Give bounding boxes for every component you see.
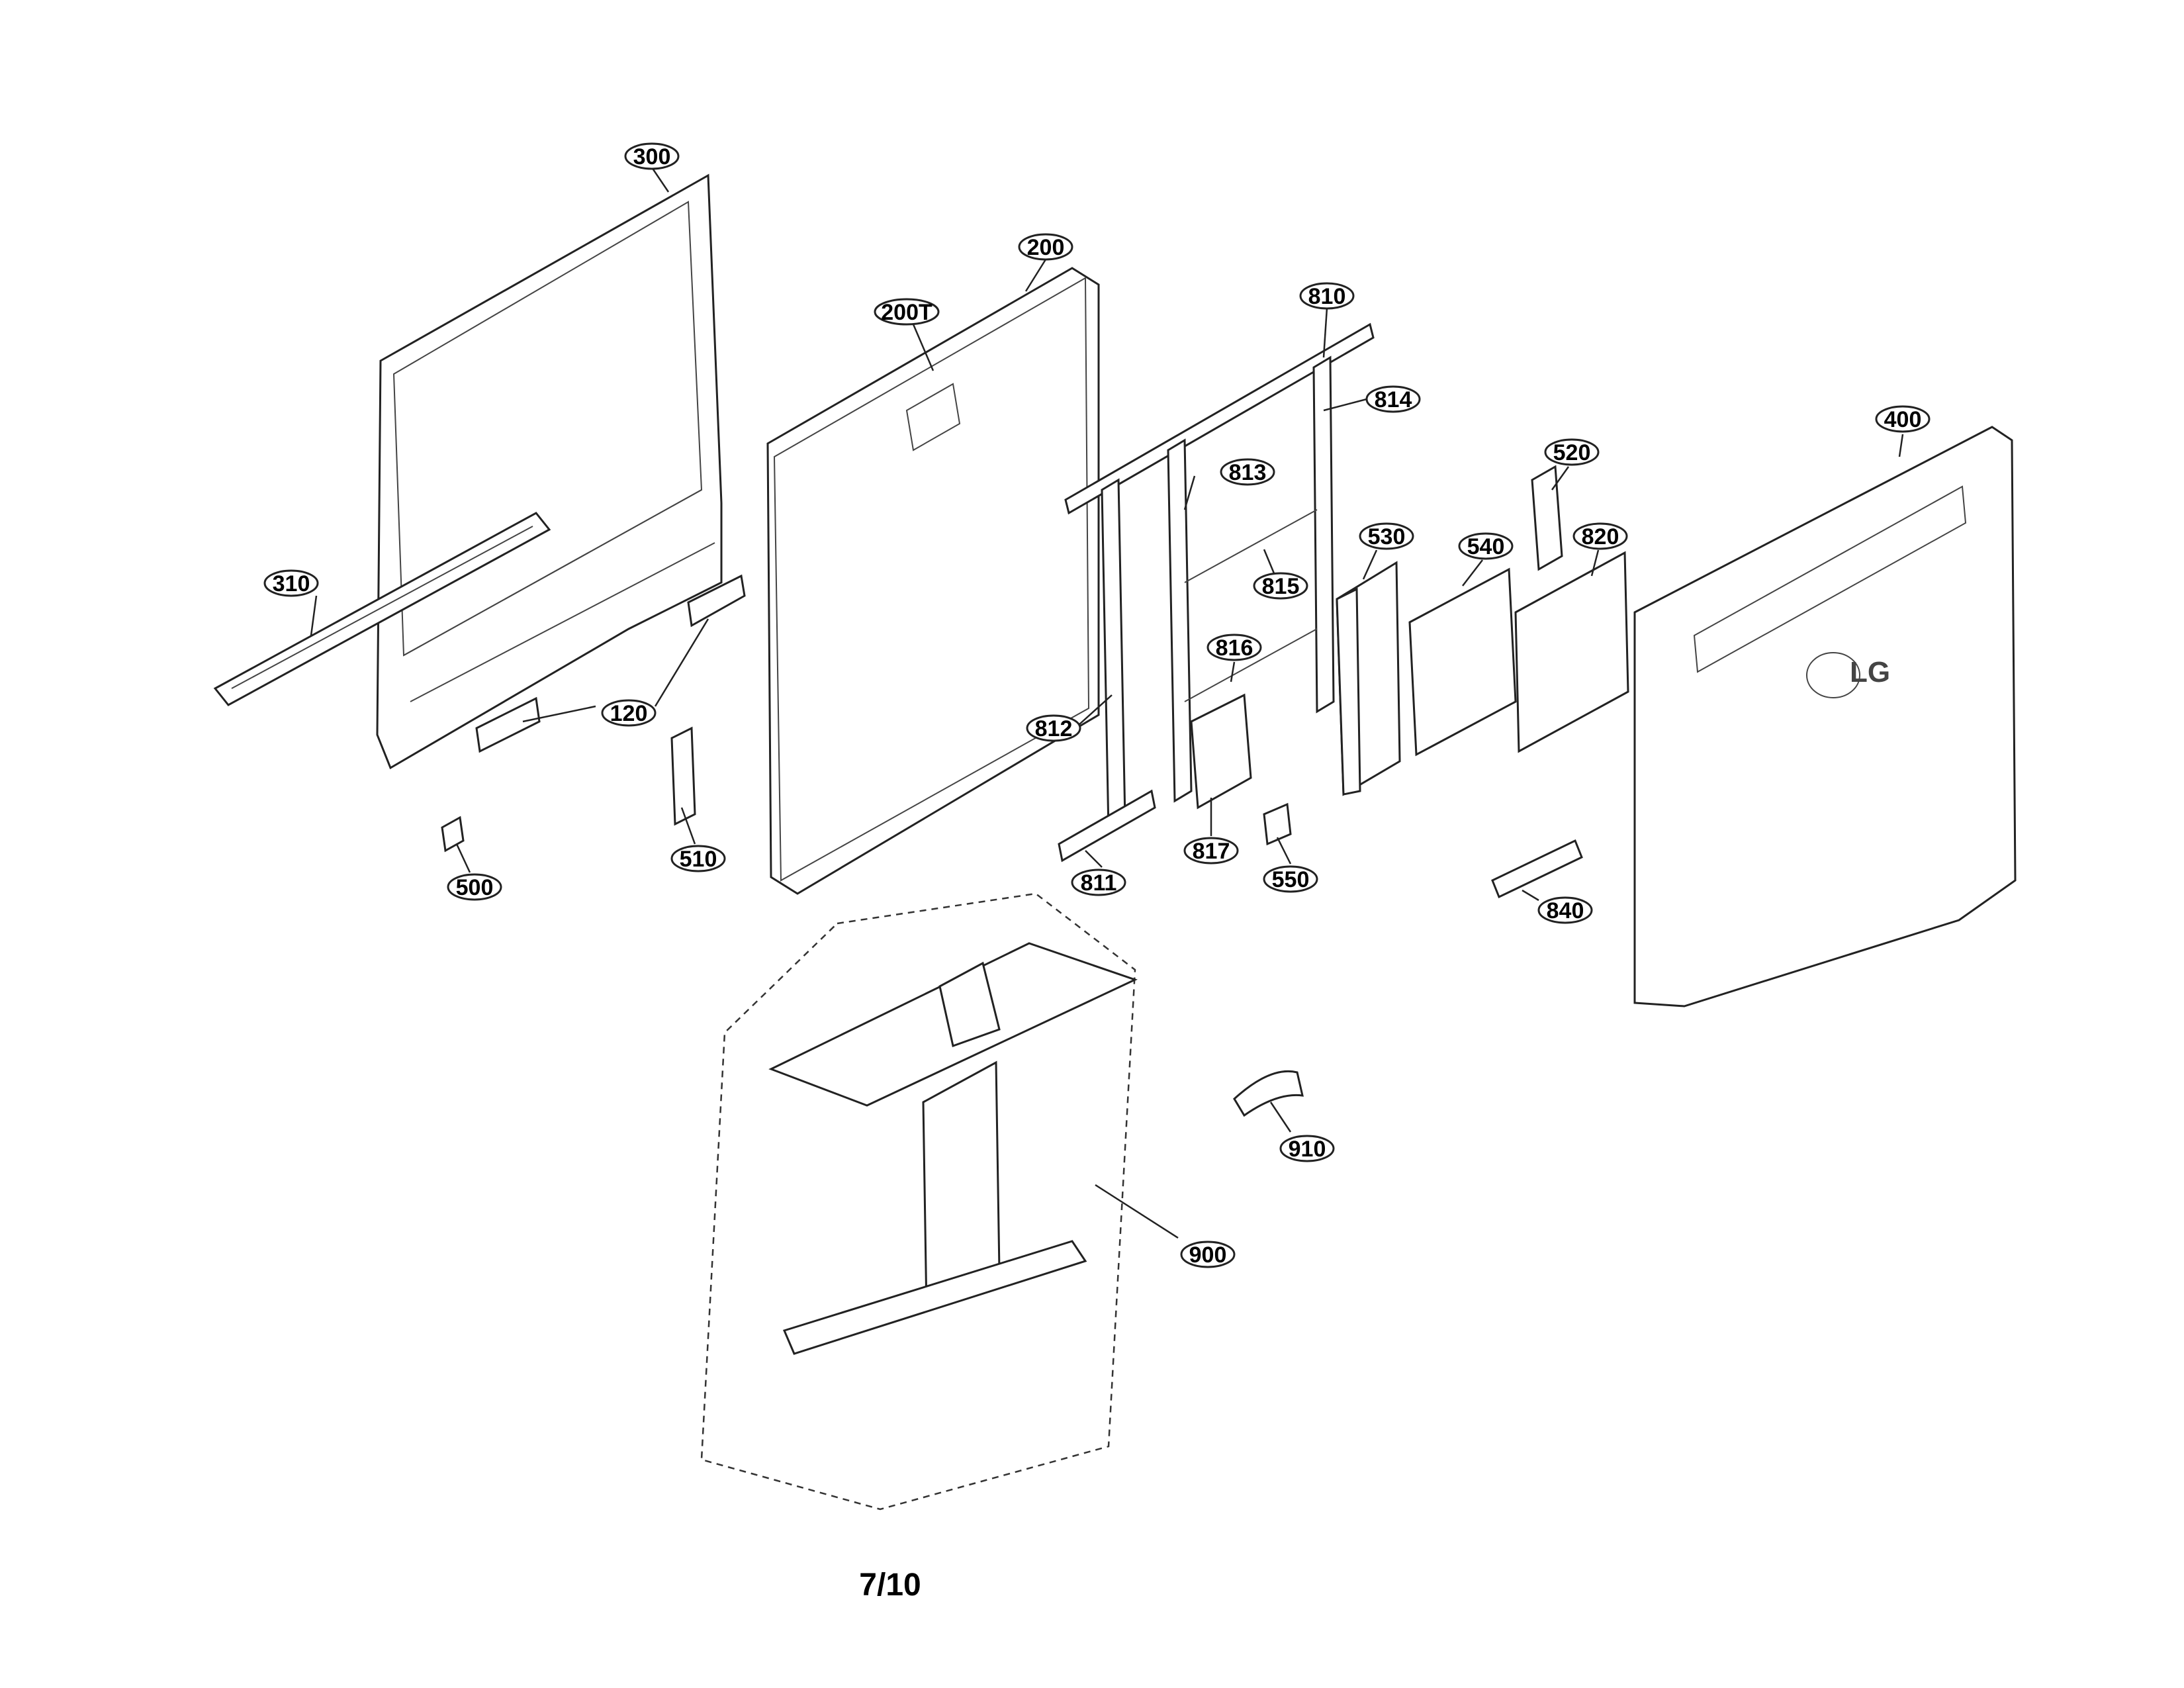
callout-816: 816 [1206, 633, 1262, 661]
svg-text:120: 120 [610, 701, 648, 726]
stand-cover [1233, 1070, 1304, 1117]
speaker-left [475, 696, 541, 753]
back-cover: LG [1633, 426, 2017, 1008]
callout-520: 520 [1544, 438, 1600, 466]
stand-assembly [700, 892, 1138, 1511]
part-550 [1263, 802, 1292, 846]
callout-300: 300 [624, 142, 680, 170]
shield-board [1514, 551, 1629, 753]
svg-text:530: 530 [1368, 524, 1406, 549]
svg-text:815: 815 [1262, 574, 1300, 599]
speaker-right [687, 574, 746, 628]
callout-400: 400 [1875, 405, 1931, 433]
callout-540: 540 [1458, 532, 1514, 560]
leader-lines [310, 167, 1904, 1239]
callout-817: 817 [1183, 837, 1239, 865]
display-panel [766, 267, 1100, 895]
callout-200: 200 [1018, 233, 1073, 261]
front-bezel-frame [376, 173, 723, 770]
svg-text:550: 550 [1272, 867, 1310, 892]
svg-text:400: 400 [1884, 407, 1922, 432]
part-510 [670, 726, 696, 826]
speaker-grille-bar [213, 512, 551, 706]
svg-text:811: 811 [1081, 870, 1117, 896]
callout-811: 811 [1071, 868, 1126, 896]
callout-200T: 200T [874, 298, 940, 326]
svg-text:200: 200 [1027, 235, 1065, 260]
svg-text:816: 816 [1216, 635, 1253, 661]
svg-text:500: 500 [456, 875, 494, 900]
callout-812: 812 [1026, 714, 1081, 742]
callout-813: 813 [1220, 458, 1275, 486]
callout-120: 120 [601, 699, 657, 727]
svg-text:814: 814 [1375, 387, 1412, 412]
svg-text:810: 810 [1308, 284, 1346, 309]
svg-text:840: 840 [1547, 898, 1584, 923]
svg-text:817: 817 [1193, 839, 1230, 864]
svg-text:200T: 200T [881, 300, 933, 325]
svg-text:820: 820 [1582, 524, 1619, 549]
callout-910: 910 [1279, 1135, 1335, 1162]
callout-530: 530 [1359, 522, 1414, 550]
callout-814: 814 [1365, 385, 1421, 413]
part-500 [441, 816, 465, 853]
callout-500: 500 [447, 873, 502, 901]
callout-310: 310 [263, 569, 319, 597]
callout-840: 840 [1537, 896, 1593, 924]
board-540 [1408, 567, 1517, 757]
callout-900: 900 [1180, 1241, 1236, 1268]
logo-text: LG [1850, 656, 1890, 688]
callout-810: 810 [1299, 282, 1355, 310]
svg-text:510: 510 [680, 847, 717, 872]
svg-text:812: 812 [1035, 716, 1073, 741]
callout-820: 820 [1572, 522, 1628, 550]
svg-text:310: 310 [273, 571, 310, 596]
svg-text:900: 900 [1189, 1243, 1227, 1268]
svg-text:300: 300 [633, 144, 671, 169]
chassis-frame [1058, 322, 1375, 863]
board-520 [1531, 465, 1563, 571]
bracket-840 [1491, 839, 1583, 899]
callout-510: 510 [670, 845, 726, 872]
board-530 [1336, 561, 1401, 796]
svg-text:910: 910 [1289, 1137, 1326, 1162]
svg-text:813: 813 [1229, 460, 1267, 485]
svg-text:540: 540 [1467, 534, 1505, 559]
callout-815: 815 [1253, 572, 1308, 600]
callout-550: 550 [1263, 865, 1318, 893]
svg-text:520: 520 [1553, 440, 1591, 465]
page-number: 7/10 [859, 1568, 921, 1603]
